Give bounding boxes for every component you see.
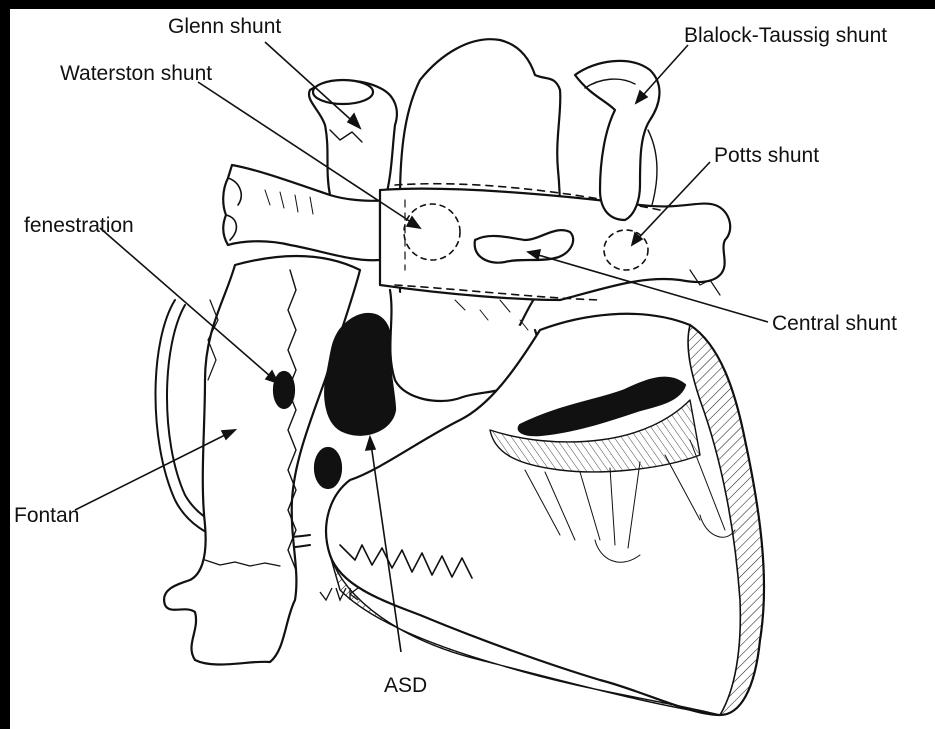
label-fenestration: fenestration xyxy=(24,214,134,237)
asd-small-hole xyxy=(315,448,341,488)
label-potts-shunt: Potts shunt xyxy=(714,144,819,167)
label-glenn-shunt: Glenn shunt xyxy=(168,15,281,38)
heart-illustration xyxy=(155,39,764,715)
label-central-shunt: Central shunt xyxy=(772,312,897,335)
blalock-taussig-vessel xyxy=(575,61,659,220)
label-waterston-shunt: Waterston shunt xyxy=(60,62,212,85)
label-asd: ASD xyxy=(384,674,427,697)
label-fontan: Fontan xyxy=(14,504,79,527)
label-blalock-taussig-shunt: Blalock-Taussig shunt xyxy=(684,24,887,47)
fenestration-hole xyxy=(274,372,294,408)
